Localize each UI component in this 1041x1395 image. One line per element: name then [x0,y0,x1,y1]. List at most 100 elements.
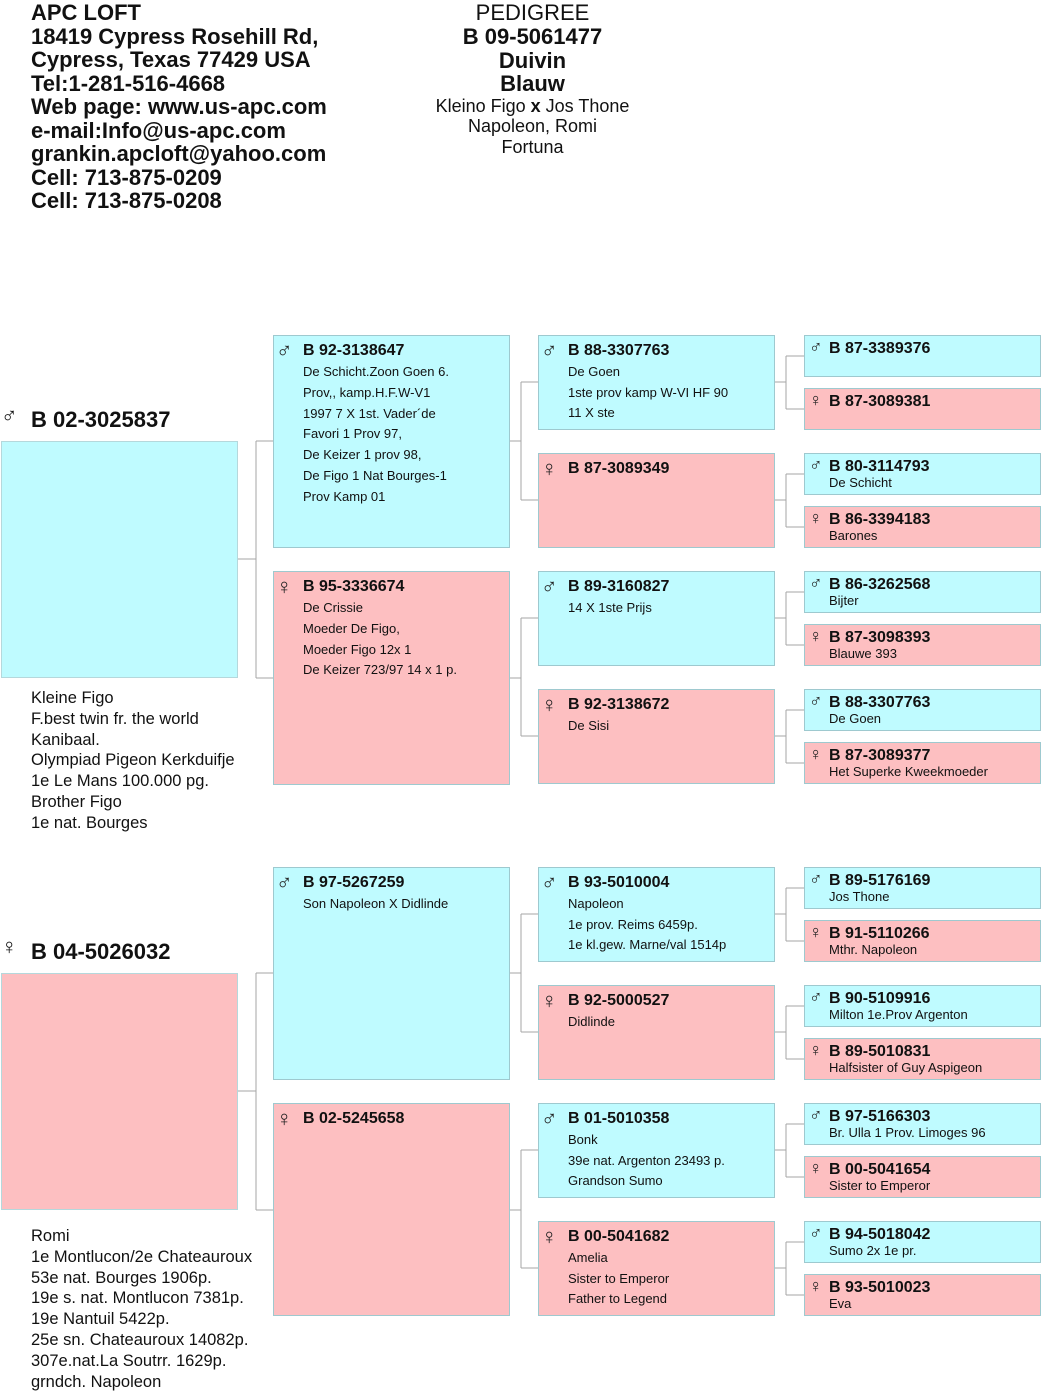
connector-bracket [510,617,538,737]
ring-number: B 01-5010358 [568,1110,670,1127]
ring-number: B 92-3138647 [303,342,405,359]
ring-number: B 02-5245658 [303,1110,405,1127]
contact-line: 18419 Cypress Rosehill Rd, [31,23,319,49]
male-symbol-icon: ♂ [541,574,558,599]
subject-line-3: Fortuna [501,136,564,157]
note-line: De Schicht.Zoon Goen 6. [303,364,449,379]
note-line: 19e s. nat. Montlucon 7381p. [31,1289,244,1308]
ring-number: B 87-3089349 [568,460,670,477]
ring-number: B 90-5109916 [829,990,931,1007]
note-line: Prov Kamp 01 [303,488,386,504]
note-line: 1e nat. Bourges [31,813,148,832]
ring-number: B 00-5041682 [568,1228,670,1245]
female-symbol-icon: ♀ [541,456,558,481]
female-symbol-icon: ♀ [809,508,823,528]
female-symbol-icon: ♀ [541,1224,558,1249]
contact-line: Cell: 713-875-0209 [31,164,222,190]
ring-number: B 89-5176169 [829,872,931,889]
ring-number: B 87-3089381 [829,393,931,410]
female-symbol-icon: ♀ [809,1276,823,1296]
connector-bracket [238,972,273,1211]
contact-line: grankin.apcloft@yahoo.com [31,141,327,166]
ring-number: B 93-5010004 [568,874,670,891]
male-symbol-icon: ♂ [809,1105,823,1125]
female-symbol-icon: ♀ [1,934,18,959]
male-symbol-icon: ♂ [809,869,823,889]
ring-number: B 86-3394183 [829,511,931,528]
ring-number: B 88-3307763 [829,694,931,711]
male-symbol-icon: ♂ [541,338,558,363]
note-line: De Sisi [568,718,610,733]
ring-number: B 91-5110266 [829,925,930,942]
ring-number: B 87-3089377 [829,747,931,764]
male-symbol-icon: ♂ [276,338,293,363]
male-symbol-icon: ♂ [276,870,293,895]
dam-ring-number: B 04-5026032 [31,939,171,964]
note-line: Grandson Sumo [568,1173,663,1189]
note-line: Sumo 2x 1e pr. [829,1243,917,1258]
ring-number: B 89-5010831 [829,1043,931,1060]
ring-number: B 00-5041654 [829,1161,931,1178]
note-line: Favori 1 Prov 97, [303,426,402,442]
ring-number: B 97-5267259 [303,874,405,891]
ring-number: B 97-5166303 [829,1108,931,1125]
sire-photo-box [1,441,238,678]
note-line: Bonk [568,1132,598,1147]
ring-number: B 87-3389376 [829,340,931,357]
note-line: Moeder De Figo, [303,620,400,636]
great-grandparent-card: ♀ B 87-3089349 [538,453,775,548]
subject-color: Blauw [500,71,565,96]
male-symbol-icon: ♂ [809,1223,823,1243]
female-symbol-icon: ♀ [809,922,823,942]
note-line: Kleine Figo [31,689,114,707]
male-symbol-icon: ♂ [541,870,558,895]
note-line: De Schicht [829,475,892,490]
connector-bracket [775,1241,804,1296]
note-line: Milton 1e.Prov Argenton [829,1007,968,1022]
connector-bracket [510,913,538,1033]
great-great-grandparent-card: ♀B 87-3089381 [804,388,1041,430]
note-line: 14 X 1ste Prijs [568,600,652,615]
male-symbol-icon: ♂ [809,337,823,357]
ring-number: B 94-5018042 [829,1226,931,1243]
note-line: 39e nat. Argenton 23493 p. [568,1152,725,1168]
grandparent-card: ♂ B 92-3138647 De Schicht.Zoon Goen 6. Prov… [273,335,510,548]
note-line: Father to Legend [568,1291,668,1307]
male-symbol-icon: ♂ [1,403,18,428]
subject-line-2: Napoleon, Romi [467,116,598,136]
note-line: Blauwe 393 [829,646,897,661]
subject-ring-number: B 09-5061477 [462,24,603,49]
note-line: De Goen [568,364,621,379]
parents-x: x [530,95,541,116]
contact-line: e-mail:Info@us-apc.com [31,117,286,143]
connector-bracket [775,1005,804,1060]
note-line: Het Superke Kweekmoeder [829,764,988,779]
connector-bracket [775,473,804,528]
note-line: grndch. Napoleon [31,1372,162,1391]
note-line: 1e Le Mans 100.000 pg. [31,772,209,791]
subject-parents: Kleino Figo x Jos Thone [400,96,665,117]
note-line: Br. Ulla 1 Prov. Limoges 96 [829,1125,986,1140]
female-symbol-icon: ♀ [809,1158,823,1178]
connector-bracket [775,709,804,764]
ring-number: B 86-3262568 [829,576,931,593]
female-symbol-icon: ♀ [276,574,293,599]
connector-bracket [238,440,273,679]
great-great-grandparent-card: ♂ B 87-3389376 [804,335,1041,377]
note-line: Romi [31,1227,70,1245]
ring-number: B 89-3160827 [568,578,670,595]
note-line: 19e Nantuil 5422p. [31,1310,170,1329]
note-line: 307e.nat.La Soutrr. 1629p. [31,1351,227,1370]
contact-line: Cypress, Texas 77429 USA [31,47,311,72]
